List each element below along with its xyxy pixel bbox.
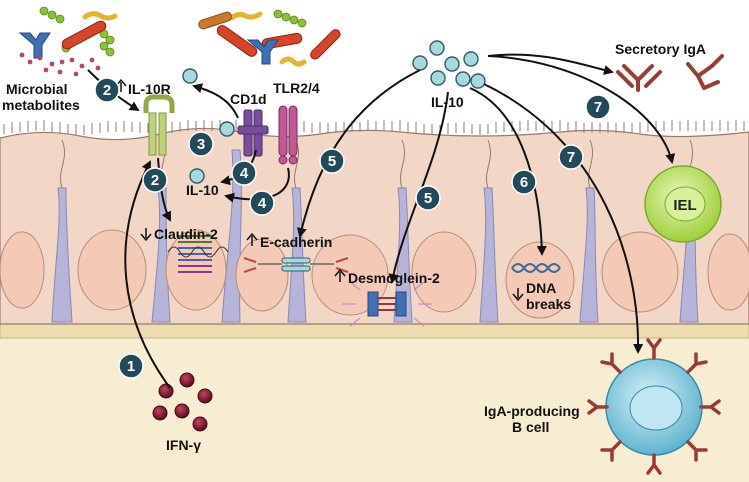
badge-7-bcell: 7 [558,144,584,170]
ifn-gamma-particles [152,372,213,432]
arrow-il10-to-dna [469,87,547,256]
arrow-il10-to-iel [487,55,676,164]
arrow-il10-to-iga [487,53,614,75]
svg-text:7: 7 [567,149,575,166]
blue-y-bacterium [18,32,51,59]
svg-text:5: 5 [424,190,432,207]
badge-4-tlr: 4 [249,190,275,216]
label-cd1d: CD1d [230,91,267,107]
nuclei [0,229,749,319]
arrow-il10-to-ecadherin [296,69,421,238]
badge-2-metabolites: 2 [94,77,120,103]
label-metabolites: metabolites [2,97,80,113]
text-labels: Microbial metabolites IL-10R CD1d TLR2/4… [2,41,706,453]
badge-5-desmoglein: 5 [415,185,441,211]
label-iel: IEL [673,197,696,214]
il10-particles [182,40,486,184]
b-cell [587,338,721,475]
badge-1: 1 [118,353,144,379]
svg-text:2: 2 [151,172,159,189]
svg-text:1: 1 [127,358,135,375]
svg-text:4: 4 [258,195,267,212]
up-arrow-ecadherin [246,232,258,246]
svg-text:7: 7 [594,99,602,116]
label-claudin: Claudin-2 [154,226,218,242]
label-desmoglein: Desmoglein-2 [348,270,440,286]
microbe-cluster-right [198,9,341,67]
up-arrow-desmoglein [334,268,346,282]
label-il10-main: IL-10 [431,94,464,110]
badge-7-iga: 7 [585,94,611,120]
red-rod-bacterium [61,20,107,50]
iel-cell [644,165,722,243]
arrow-cd1d-to-il10r [192,83,239,119]
step-badges: 1 2 2 3 4 4 5 5 6 7 7 [94,77,611,379]
svg-text:5: 5 [328,153,336,170]
label-il10-local: IL-10 [186,182,219,198]
label-secretory-iga: Secretory IgA [615,41,706,57]
label-microbial: Microbial [6,81,67,97]
down-arrow-dna [512,288,524,302]
epithelial-layer [0,120,749,325]
arrow-ifn-to-receptor [124,160,171,389]
svg-text:2: 2 [103,82,111,99]
metabolite-dots [19,52,101,77]
microbes [18,6,341,77]
secretory-iga-molecules [616,54,724,92]
badge-6: 6 [511,169,537,195]
arrow-tlr-to-local-il10 [224,167,290,203]
label-dna: DNA [526,280,556,296]
badge-3: 3 [188,131,214,157]
svg-text:4: 4 [240,165,249,182]
arrow-receptor-to-claudin [157,157,171,222]
dna-strand [511,263,561,273]
yellow-curved-bacterium [82,11,118,21]
badge-2-claudin: 2 [142,167,168,193]
e-cadherin-junction [243,257,349,273]
label-b-cell-line1: IgA-producing [484,403,580,419]
cd1d-molecule [237,109,269,157]
svg-text:6: 6 [520,174,528,191]
desmoglein-2-junction [342,281,432,327]
label-b-cell-line2: B cell [512,419,549,435]
label-ecadherin: E-cadherin [260,234,332,250]
badge-4-cd1d: 4 [231,160,257,186]
down-arrow-claudin [140,228,152,242]
label-il10r: IL-10R [128,81,171,97]
svg-text:3: 3 [197,136,205,153]
b-cell-antibodies [587,338,721,475]
label-ifn: IFN-γ [166,437,201,453]
badge-5-ecadherin: 5 [319,148,345,174]
label-tlr: TLR2/4 [273,80,320,96]
tlr24-receptor [278,105,298,165]
claudin-2-junction [167,235,229,273]
il10r-receptor [143,94,175,156]
regulation-arrows [115,78,524,302]
label-breaks: breaks [526,296,571,312]
arrow-il10-to-bcell [483,83,644,354]
